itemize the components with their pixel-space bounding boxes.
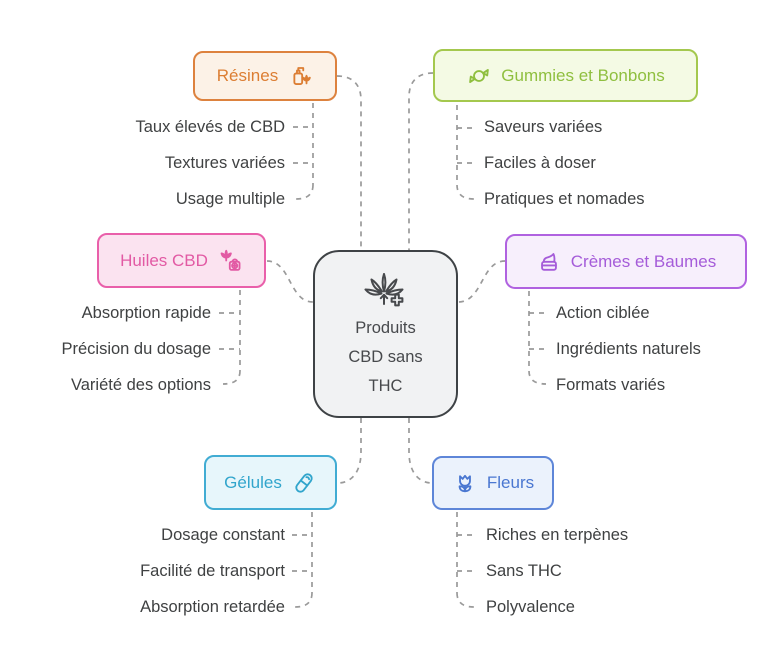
branch-item[interactable]: Ingrédients naturels xyxy=(556,340,701,358)
branch-items-huiles: Absorption rapide Précision du dosage Va… xyxy=(21,295,211,403)
node-gummies[interactable]: Gummies et Bonbons xyxy=(433,49,698,102)
node-gelules[interactable]: Gélules xyxy=(204,455,337,510)
branch-item[interactable]: Formats variés xyxy=(556,376,666,394)
node-fleurs[interactable]: Fleurs xyxy=(432,456,554,510)
center-title-line: THC xyxy=(368,376,403,395)
capsule-icon xyxy=(291,470,317,496)
candy-icon xyxy=(466,63,492,89)
node-resines[interactable]: Résines xyxy=(193,51,337,101)
branch-item[interactable]: Pratiques et nomades xyxy=(484,190,645,208)
branch-item[interactable]: Action ciblée xyxy=(556,304,650,322)
branch-items-gummies: Saveurs variées Faciles à doser Pratique… xyxy=(484,109,714,217)
branch-item[interactable]: Facilité de transport xyxy=(140,562,285,580)
node-label: Gummies et Bonbons xyxy=(501,65,665,85)
node-label: Crèmes et Baumes xyxy=(570,251,717,271)
branch-item[interactable]: Riches en terpènes xyxy=(486,526,629,544)
branch-item[interactable]: Précision du dosage xyxy=(61,340,211,358)
pump-bottle-leaf-icon xyxy=(287,63,313,89)
branch-item[interactable]: Sans THC xyxy=(486,562,562,580)
branch-item[interactable]: Taux élevés de CBD xyxy=(135,118,286,136)
branch-items-cremes: Action ciblée Ingrédients naturels Forma… xyxy=(556,295,756,403)
branch-item[interactable]: Variété des options xyxy=(70,376,211,394)
branch-items-resines: Taux élevés de CBD Textures variées Usag… xyxy=(65,109,286,217)
tulip-icon xyxy=(452,470,478,496)
branch-item[interactable]: Usage multiple xyxy=(175,190,285,208)
branch-item[interactable]: Textures variées xyxy=(164,154,285,172)
branch-item[interactable]: Faciles à doser xyxy=(484,154,596,172)
branch-item[interactable]: Saveurs variées xyxy=(484,118,603,136)
branch-item[interactable]: Polyvalence xyxy=(486,598,575,616)
node-center[interactable]: Produits CBD sans THC xyxy=(313,250,458,418)
cannabis-leaf-medical-bag-icon xyxy=(217,248,243,274)
node-huiles[interactable]: Huiles CBD xyxy=(97,233,266,288)
center-title-line: CBD sans xyxy=(348,347,423,366)
branch-items-gelules: Dosage constant Facilité de transport Ab… xyxy=(65,517,285,625)
node-label: Fleurs xyxy=(486,473,535,492)
center-title-line: Produits xyxy=(355,318,416,337)
branch-item[interactable]: Absorption retardée xyxy=(140,598,285,616)
cannabis-leaf-plus-icon xyxy=(362,270,410,312)
node-label: Résines xyxy=(216,66,279,85)
node-cremes[interactable]: Crèmes et Baumes xyxy=(505,234,747,289)
branch-item[interactable]: Dosage constant xyxy=(161,526,285,544)
node-label: Huiles CBD xyxy=(120,250,208,270)
node-label: Gélules xyxy=(224,472,282,492)
branch-items-fleurs: Riches en terpènes Sans THC Polyvalence xyxy=(486,517,696,625)
cream-jar-icon xyxy=(536,249,562,275)
branch-item[interactable]: Absorption rapide xyxy=(81,304,211,322)
